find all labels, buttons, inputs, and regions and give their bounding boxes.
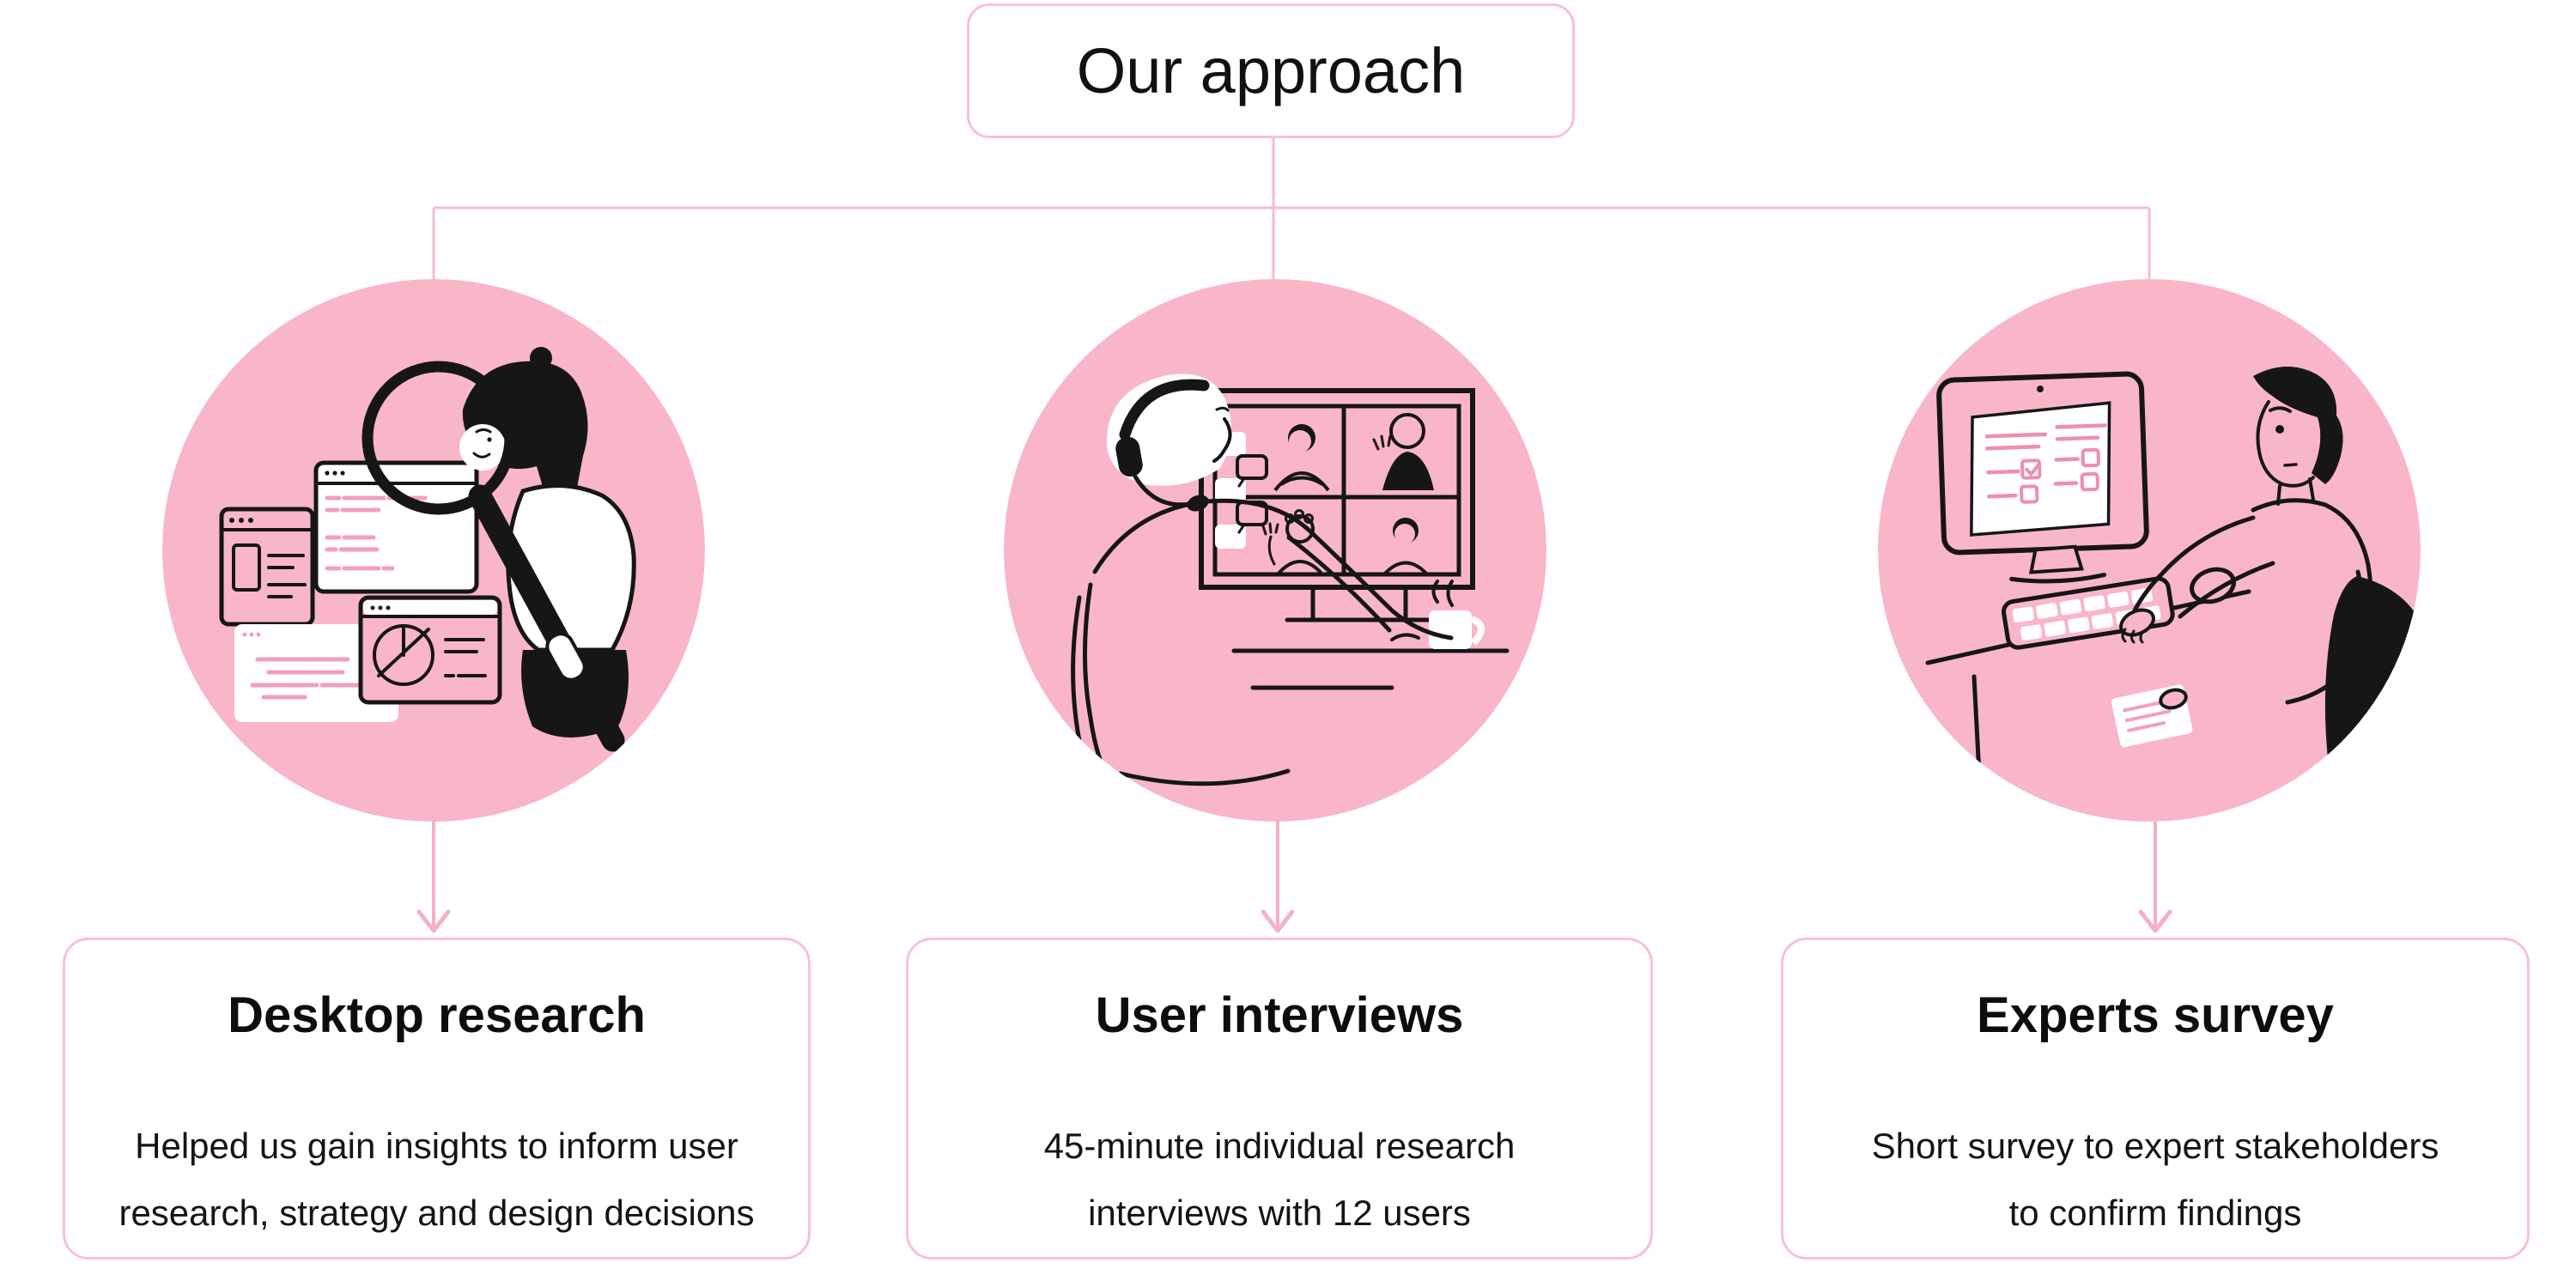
card-body: Short survey to expert stakeholders to c…	[1871, 1126, 2439, 1233]
monitor-icon	[1936, 371, 2149, 584]
hand	[1390, 633, 1420, 641]
pink-circle	[1004, 279, 1546, 822]
illustration-desktop-research	[162, 279, 705, 822]
right-arm	[2285, 569, 2365, 705]
title-box: Our approach	[967, 3, 1575, 138]
face-profile	[1212, 417, 1232, 463]
hair	[2253, 366, 2343, 484]
analytics-window-icon	[358, 595, 502, 705]
inner-arm	[1286, 535, 1392, 633]
expert-figure	[2119, 366, 2374, 710]
browser-window-white-icon	[313, 460, 479, 594]
hand-grip	[545, 632, 586, 682]
card-title: Experts survey	[1977, 987, 2334, 1043]
headset-band	[1119, 379, 1210, 440]
participant-top-right	[1372, 413, 1434, 490]
headset-earcup	[1115, 436, 1143, 477]
left-arm	[2127, 515, 2256, 624]
survey-checklist	[1984, 423, 2107, 504]
face	[2256, 400, 2315, 488]
participant-top-left	[1273, 424, 1330, 492]
arrow-mid-head	[1261, 909, 1295, 933]
card-body: 45-minute individual research interviews…	[1043, 1126, 1516, 1233]
card-title: Desktop research	[228, 987, 646, 1043]
card-title: User interviews	[1095, 987, 1464, 1043]
arrow-right-head	[2138, 909, 2172, 933]
shoulders	[2251, 498, 2328, 513]
browser-window-pink-icon	[219, 507, 315, 627]
monitor-stand	[2028, 544, 2084, 574]
coffee-mug-icon	[1429, 580, 1485, 649]
eye	[2275, 425, 2284, 434]
keyboard-icon	[2002, 576, 2175, 650]
pie-chart-icon	[373, 624, 434, 686]
mouth	[2283, 463, 2298, 467]
hair-bun	[530, 347, 552, 369]
magnifier-icon	[361, 361, 625, 752]
face	[459, 424, 506, 470]
desk-lines	[1231, 585, 1510, 690]
hand-on-paper	[2159, 688, 2188, 710]
card-user-interviews: User interviews 45-minute individual res…	[906, 938, 1653, 1260]
card-experts-survey: Experts survey Short survey to expert st…	[1781, 938, 2530, 1260]
chair-seat	[1118, 768, 1291, 786]
card-desktop-research: Desktop research Helped us gain insights…	[63, 938, 811, 1260]
illustration-experts-survey	[1878, 279, 2421, 822]
page-title: Our approach	[1076, 35, 1466, 106]
torso-right	[2323, 502, 2374, 669]
inner-arm	[2178, 561, 2275, 619]
browser-window-small-white-icon	[234, 624, 398, 722]
illustration-user-interviews	[1004, 279, 1546, 822]
card-body: Helped us gain insights to inform user r…	[118, 1126, 755, 1233]
arrow-left-head	[416, 909, 451, 933]
monitor-base	[2009, 573, 2107, 584]
shoulder-arm	[1092, 498, 1454, 640]
eyebrow	[2269, 406, 2292, 413]
participant-bottom-right	[1382, 518, 1430, 577]
video-call-screen	[1199, 388, 1475, 590]
chat-bubbles-icon	[1215, 432, 1268, 549]
participant-bottom-left	[1261, 509, 1325, 577]
